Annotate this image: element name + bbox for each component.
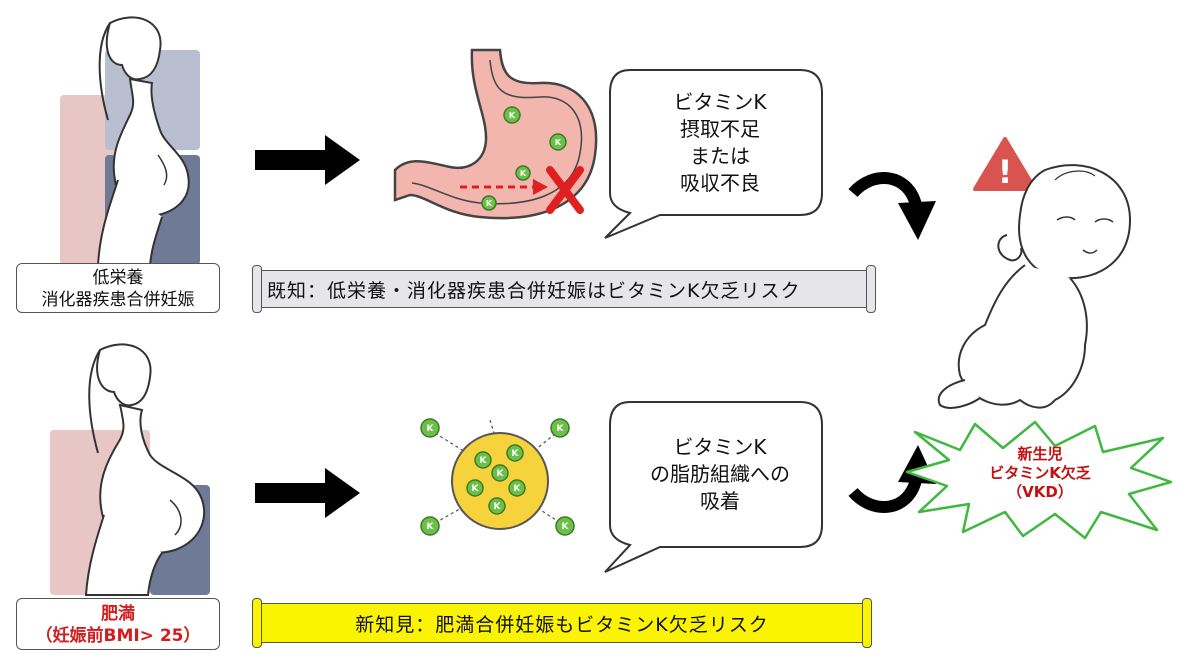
vitamin-k-marker: K: [520, 169, 527, 178]
pregnant-woman-illustration-bottom: [50, 343, 210, 596]
speech-bubble-text-top: ビタミンK 摂取不足 または 吸収不良: [615, 80, 825, 205]
vitamin-k-marker: K: [557, 424, 565, 434]
condition-label-obesity: 肥満 （妊娠前BMI> 25）: [16, 598, 220, 650]
speech-bubble-top: [604, 69, 823, 239]
banner-curl: [252, 598, 262, 648]
bubble-line: 吸着: [700, 488, 740, 513]
bubble-line: ビタミンK: [673, 434, 767, 459]
new-finding-text: 新知見：肥満合併妊娠もビタミンK欠乏リスク: [355, 613, 769, 636]
right-arrow-icon: [255, 135, 360, 185]
vitamin-k-marker: K: [427, 522, 435, 532]
speech-bubble-text-bottom: ビタミンK の脂肪組織への 吸着: [615, 415, 825, 533]
bubble-line: ビタミンK: [673, 89, 767, 114]
warning-triangle-icon: !: [973, 137, 1037, 191]
pregnant-woman-illustration-top: [60, 16, 200, 266]
condition-label-undernutrition: 低栄養 消化器疾患合併妊娠: [16, 263, 220, 313]
vkd-line3: （VKD）: [1007, 483, 1073, 501]
stomach-illustration: K K K K: [393, 48, 598, 220]
vkd-line2: ビタミンK欠乏: [989, 464, 1091, 482]
condition-label-line1: 低栄養: [92, 268, 144, 288]
fat-cell-illustration: K K K K K K K K K K: [420, 418, 575, 536]
warning-exclamation: !: [998, 153, 1013, 191]
vitamin-k-marker: K: [509, 111, 516, 120]
condition-label-line1: 肥満: [101, 604, 135, 624]
banner-curl: [252, 265, 262, 313]
new-finding-banner: 新知見：肥満合併妊娠もビタミンK欠乏リスク: [252, 598, 872, 648]
vitamin-k-marker: K: [427, 424, 435, 434]
vitamin-k-marker: K: [555, 138, 562, 147]
banner-curl: [862, 598, 872, 648]
vitamin-k-marker: K: [512, 449, 520, 459]
vitamin-k-marker: K: [494, 502, 502, 512]
vitamin-k-marker: K: [480, 456, 488, 466]
vitamin-k-marker: K: [562, 522, 570, 532]
bubble-line: の脂肪組織への: [650, 461, 790, 486]
vkd-line1: 新生児: [1017, 445, 1063, 463]
known-risk-banner: 既知：低栄養・消化器疾患合併妊娠はビタミンK欠乏リスク: [252, 265, 876, 313]
vkd-outcome-text: 新生児 ビタミンK欠乏 （VKD）: [975, 445, 1105, 502]
vkd-starburst: [905, 420, 1173, 540]
bubble-line: 吸収不良: [680, 170, 760, 195]
bubble-line: または: [690, 143, 750, 168]
vitamin-k-marker: K: [486, 199, 493, 208]
vitamin-k-marker: K: [514, 484, 522, 494]
newborn-baby-illustration: [937, 164, 1132, 409]
right-arrow-icon: [255, 468, 360, 518]
curved-arrow-down-icon: [848, 172, 936, 240]
vitamin-k-marker: K: [472, 484, 480, 494]
condition-label-line2: 消化器疾患合併妊娠: [41, 290, 195, 310]
vitamin-k-marker: K: [497, 469, 505, 479]
condition-label-line2: （妊娠前BMI> 25）: [35, 626, 201, 646]
banner-curl: [866, 265, 876, 313]
speech-bubble-bottom: [604, 401, 823, 573]
known-risk-text: 既知：低栄養・消化器疾患合併妊娠はビタミンK欠乏リスク: [267, 279, 801, 302]
bubble-line: 摂取不足: [680, 116, 760, 141]
